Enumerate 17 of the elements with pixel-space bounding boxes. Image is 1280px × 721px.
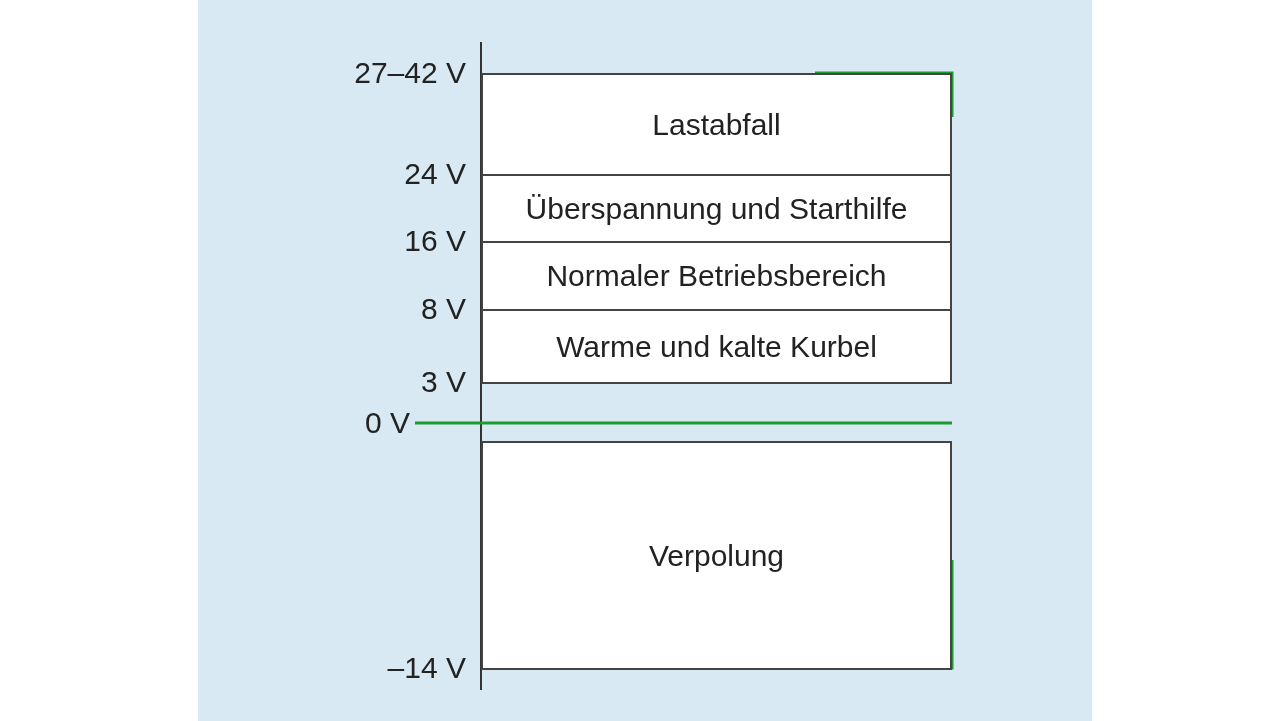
band-label: Warme und kalte Kurbel — [556, 329, 877, 364]
voltage-band — [481, 174, 952, 243]
band-label: Normaler Betriebsbereich — [546, 259, 887, 293]
voltage-tick-label: –14 V — [386, 650, 466, 686]
band-label: Lastabfall — [652, 107, 781, 142]
voltage-tick-label: 3 V — [419, 364, 466, 400]
band-label: Überspannung und Starthilfe — [525, 191, 908, 226]
voltage-band — [481, 309, 952, 384]
band-label: Verpolung — [648, 538, 785, 573]
voltage-tick-label: 16 V — [403, 223, 466, 259]
voltage-band — [481, 241, 952, 311]
voltage-band — [481, 441, 952, 670]
voltage-band — [481, 73, 952, 176]
voltage-tick-label: 0 V — [363, 405, 410, 441]
voltage-tick-label: 24 V — [403, 156, 466, 192]
voltage-tick-label: 27–42 V — [353, 55, 466, 91]
voltage-tick-label: 8 V — [419, 291, 466, 327]
